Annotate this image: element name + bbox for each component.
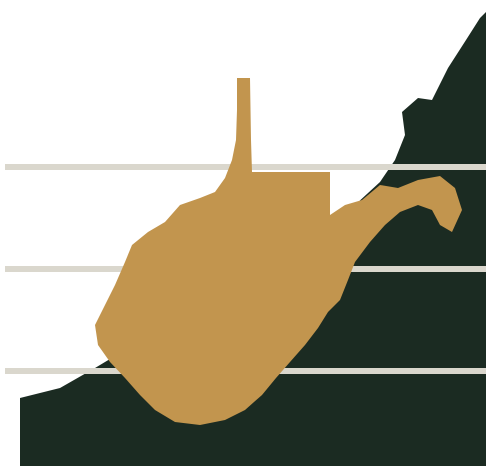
west-virginia-state-icon <box>95 78 462 425</box>
